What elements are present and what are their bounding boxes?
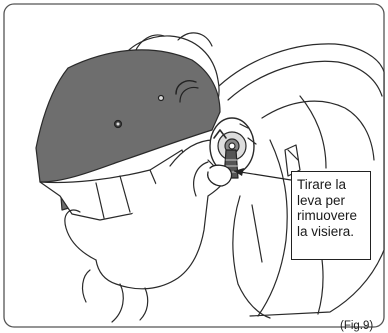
callout-line-1: Tirare la [297,177,368,193]
instruction-callout: Tirare la leva per rimuovere la visiera. [291,171,371,260]
callout-line-2: leva per [297,193,368,209]
callout-line-3: rimuovere [297,208,368,224]
figure-label: (Fig.9) [340,320,373,333]
callout-line-4: la visiera. [297,224,368,240]
